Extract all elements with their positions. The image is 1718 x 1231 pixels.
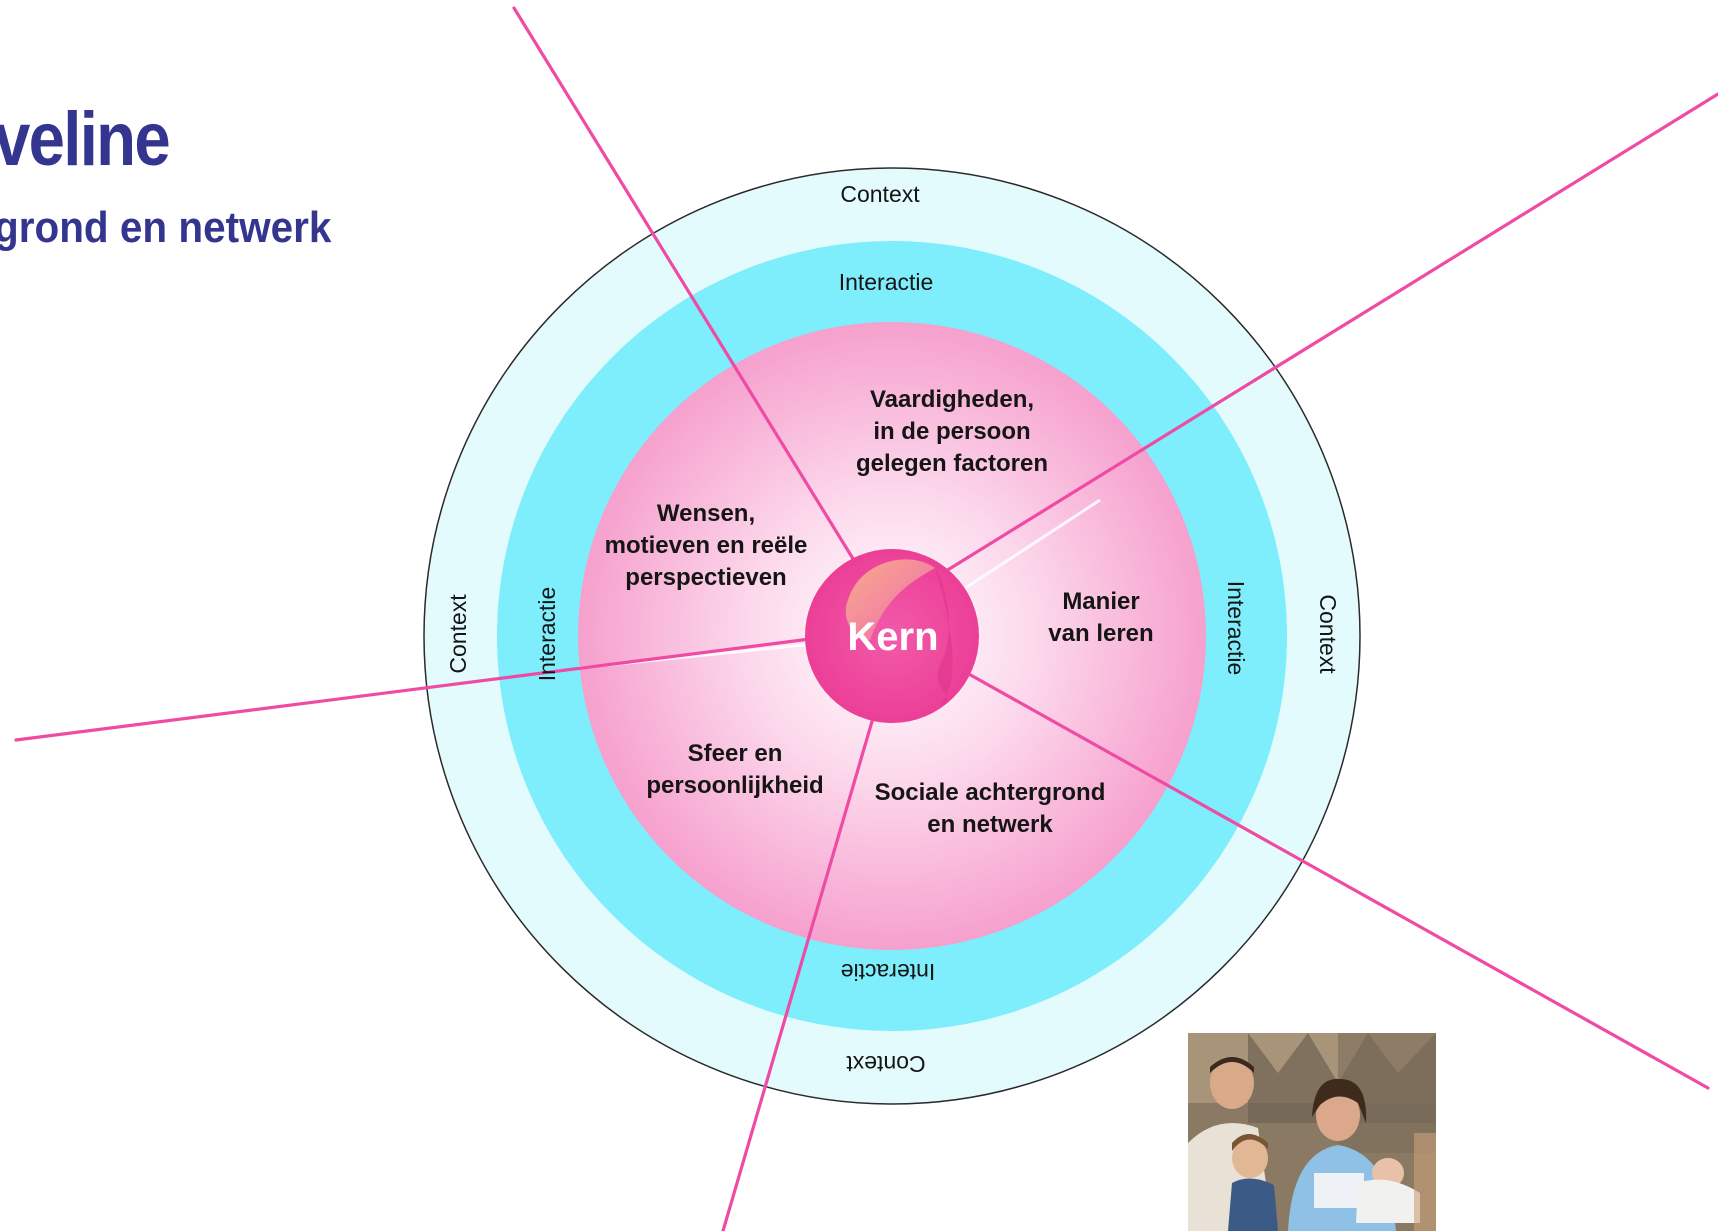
page-subtitle: grond en netwerk (0, 203, 332, 252)
segment-label-learning-line: van leren (1048, 620, 1153, 647)
interaction-label-bottom: Interactie (841, 959, 936, 985)
segment-label-wishes: Wensen, motieven en reële perspectieven (605, 500, 808, 591)
context-label-bottom: Context (846, 1051, 926, 1077)
spoke-left (14, 637, 812, 742)
segment-labels: Vaardigheden, in de persoon gelegen factor… (605, 386, 1154, 838)
context-label-left: Context (445, 594, 471, 674)
spoke-top-left (512, 6, 857, 564)
context-label-right: Context (1315, 594, 1341, 674)
interaction-label-top: Interactie (839, 269, 934, 295)
segment-label-social: Sociale achtergrond en netwerk (875, 779, 1106, 838)
segment-label-atmosphere-line: persoonlijkheid (646, 772, 823, 799)
family-photo-icon (1188, 1033, 1436, 1231)
interaction-label-right: Interactie (1223, 581, 1249, 676)
segment-label-learning: Manier van leren (1048, 588, 1153, 647)
segment-label-learning-line: Manier (1062, 588, 1139, 615)
interaction-label-left: Interactie (534, 587, 560, 682)
segment-label-skills-line: in de persoon (873, 418, 1030, 445)
context-label-top: Context (840, 181, 920, 207)
core-label: Kern (847, 615, 938, 659)
spoke-bottom (721, 716, 875, 1231)
core: Kern (805, 549, 979, 723)
segment-label-skills-line: gelegen factoren (856, 450, 1048, 477)
family-photo (1188, 1033, 1436, 1231)
segment-label-skills: Vaardigheden, in de persoon gelegen factor… (856, 386, 1048, 477)
segment-label-wishes-line: motieven en reële (605, 532, 808, 559)
spokes (14, 6, 1718, 1231)
segment-label-social-line: Sociale achtergrond (875, 779, 1106, 806)
segment-label-atmosphere: Sfeer en persoonlijkheid (646, 740, 823, 799)
spoke-top-right (944, 92, 1718, 573)
segment-label-wishes-line: Wensen, (657, 500, 755, 527)
segment-label-atmosphere-line: Sfeer en (688, 740, 783, 767)
segment-label-social-line: en netwerk (927, 811, 1053, 838)
spoke-right (965, 671, 1710, 1090)
segment-label-skills-line: Vaardigheden, (870, 386, 1034, 413)
segment-label-wishes-line: perspectieven (625, 564, 786, 591)
page-title: veline (0, 97, 171, 182)
ring-labels: Context Interactie Context Interactie In… (445, 181, 1341, 1077)
